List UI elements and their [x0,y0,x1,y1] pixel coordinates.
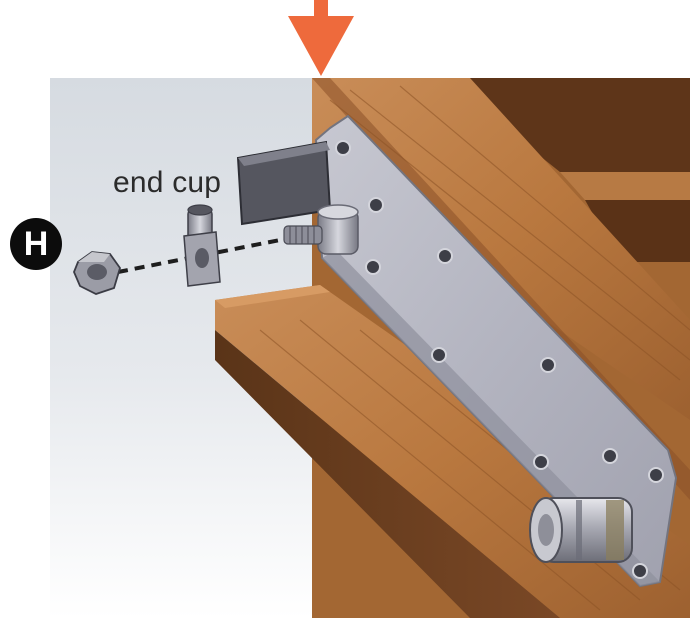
plate-screws [335,140,664,579]
end-cup-part [183,204,221,287]
down-arrow-icon [288,0,354,76]
tab-plate-top [238,142,330,166]
bolt-thread-lines [289,226,315,244]
hex-nut-part [73,251,121,295]
assembly-guide-line [117,238,281,274]
wood-shelf-edge [560,172,690,200]
step-marker-icon: H [10,218,62,270]
wood-rail-highlight [215,285,330,308]
bolt-thread [283,225,323,245]
bolt-post-top [317,204,359,220]
wood-rail-side [215,330,560,618]
roller-assembly [529,497,633,563]
end-cup-label: end cup [113,166,222,199]
wood-dark-cavity [470,78,690,172]
